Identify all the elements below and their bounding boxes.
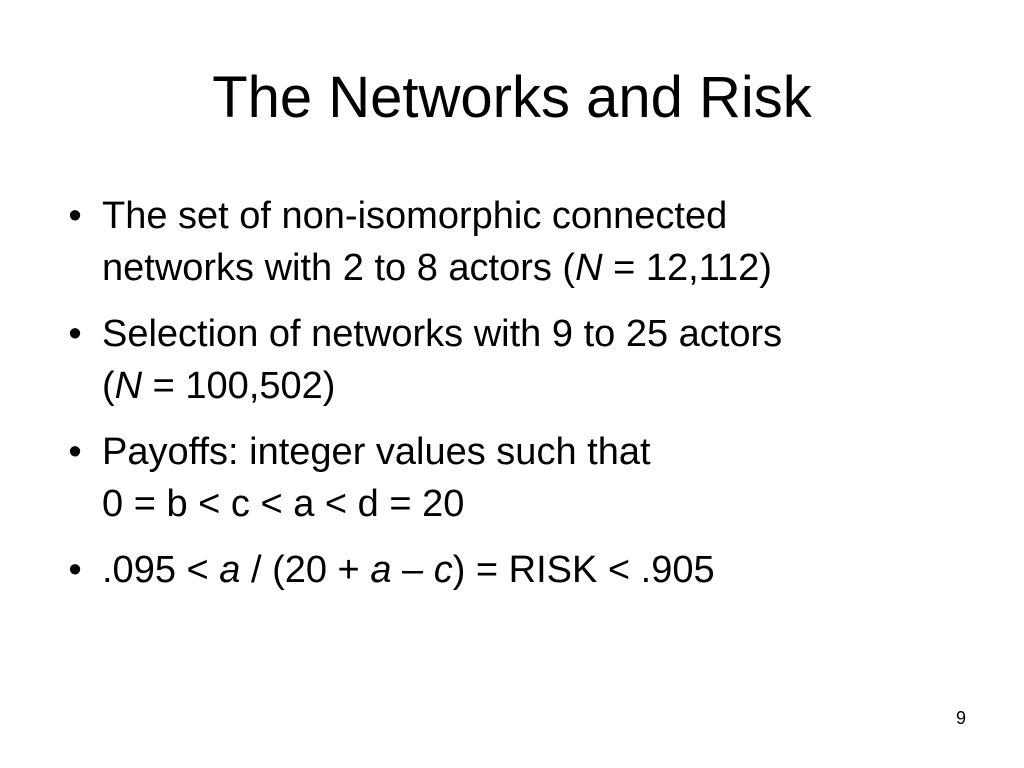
bullet-dot-icon: •: [68, 195, 82, 237]
text-segment: ) = RISK < .905: [452, 549, 715, 591]
variable-n: N: [114, 365, 143, 407]
bullet-item-payoffs: • Payoffs: integer values such that 0 = …: [60, 426, 960, 530]
text-segment: = 12,112): [602, 247, 772, 289]
payoff-inequality: 0 = b < c < a < d = 20: [102, 483, 465, 525]
variable-a: a: [219, 549, 241, 591]
bullet-dot-icon: •: [68, 431, 82, 473]
variable-c: c: [433, 549, 453, 591]
page-number: 9: [955, 708, 966, 728]
bullet-text-line: networks with 2 to 8 actors (N = 12,112): [102, 242, 960, 294]
bullet-text-line: Selection of networks with 9 to 25 actor…: [102, 313, 783, 355]
bullet-text-line: The set of non-isomorphic connected: [102, 195, 728, 237]
bullet-list: • The set of non-isomorphic connected ne…: [60, 190, 960, 610]
variable-a: a: [370, 549, 392, 591]
text-segment: = 100,502): [142, 365, 336, 407]
bullet-dot-icon: •: [68, 313, 82, 355]
risk-formula: .095 < a / (20 + a – c) = RISK < .905: [102, 544, 960, 596]
bullet-item-network-set: • The set of non-isomorphic connected ne…: [60, 190, 960, 294]
bullet-dot-icon: •: [68, 549, 82, 591]
text-segment: –: [391, 549, 434, 591]
bullet-text-line: (N = 100,502): [102, 360, 960, 412]
text-segment: / (20 +: [240, 549, 371, 591]
bullet-item-risk: • .095 < a / (20 + a – c) = RISK < .905: [60, 544, 960, 596]
bullet-text-line: Payoffs: integer values such that: [102, 431, 651, 473]
text-segment: .095 <: [102, 549, 220, 591]
text-segment: networks with 2 to 8 actors (: [102, 247, 576, 289]
text-segment: (: [102, 365, 115, 407]
bullet-item-network-selection: • Selection of networks with 9 to 25 act…: [60, 308, 960, 412]
variable-n: N: [575, 247, 603, 289]
slide-title: The Networks and Risk: [212, 65, 812, 130]
